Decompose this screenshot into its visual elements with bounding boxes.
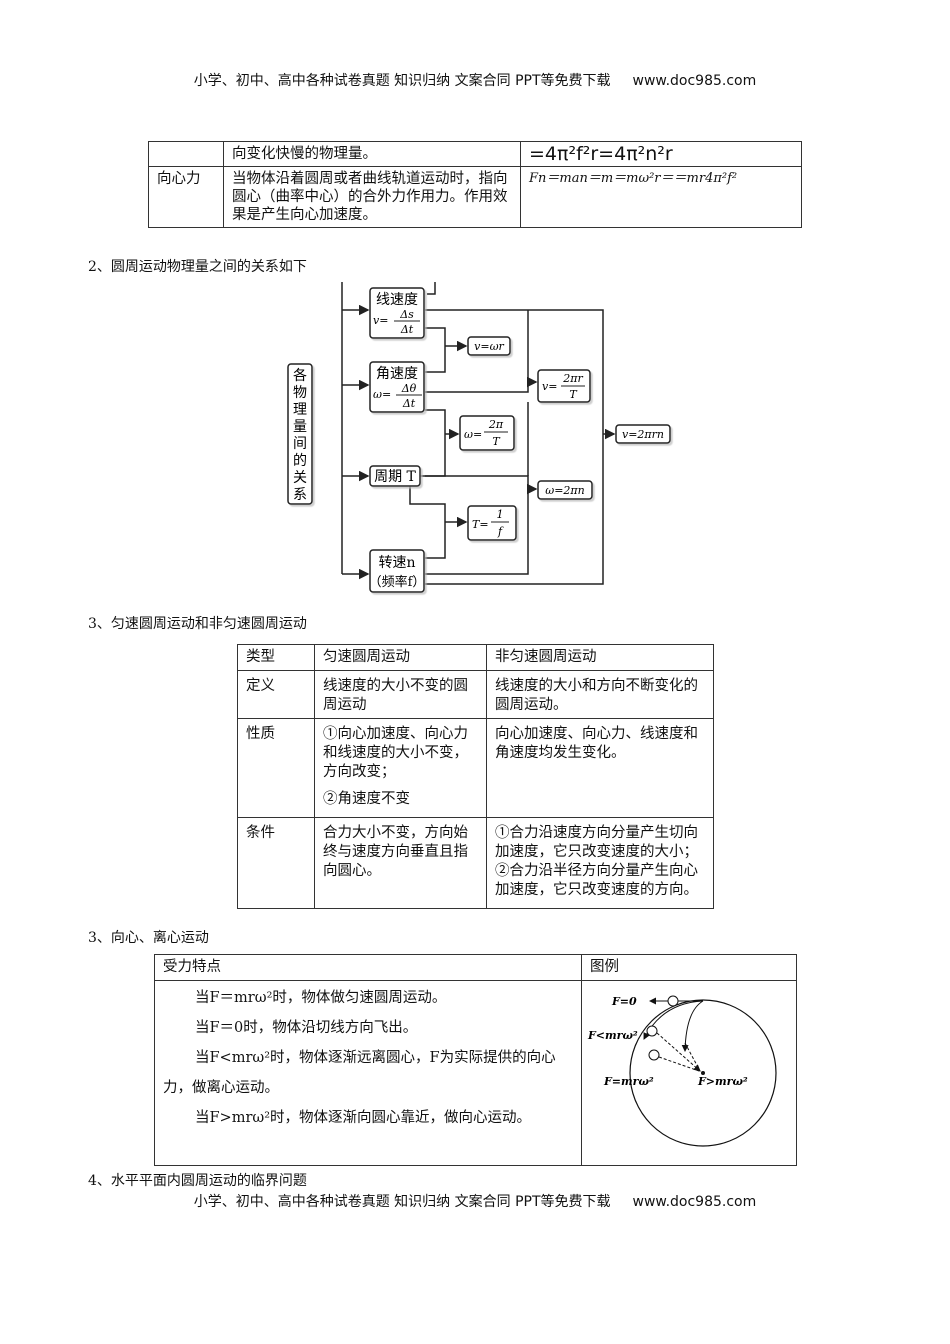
table-cell: 条件 — [237, 817, 315, 909]
table-uniform-nonuniform: 类型 匀速圆周运动 非匀速圆周运动 定义 线速度的大小不变的圆周运动 线速度的大… — [237, 644, 714, 909]
table-cell: 合力大小不变，方向始终与速度方向垂直且指向圆心。 — [314, 817, 487, 909]
formula-left: v= — [373, 314, 388, 327]
table-header: 匀速圆周运动 — [314, 644, 487, 671]
formula-den: Δt — [400, 323, 414, 336]
table-header: 非匀速圆周运动 — [486, 644, 714, 671]
table-cell: 定义 — [237, 670, 315, 719]
page-header: 小学、初中、高中各种试卷真题 知识归纳 文案合同 PPT等免费下载 www.doc… — [0, 70, 950, 90]
property-1: ①向心加速度、向心力和线速度的大小不变，方向改变； — [323, 726, 468, 780]
footer-site: www.doc985.com — [632, 1194, 757, 1210]
table-cell: 向变化快慢的物理量。 — [223, 141, 521, 167]
force-description: 当F＝mrω²时，物体做匀速圆周运动。 当F＝0时，物体沿切线方向飞出。 当F<… — [154, 980, 582, 1166]
property-2: ②角速度不变 — [323, 791, 410, 807]
header-text: 小学、初中、高中各种试卷真题 知识归纳 文案合同 PPT等免费下载 — [193, 73, 611, 89]
box-period: 周期 T — [374, 469, 416, 485]
table-row: 向心力 当物体沿着圆周或者曲线轨道运动时，指向圆心（曲率中心）的合外力作用力。作… — [148, 166, 802, 228]
formula-den: f — [497, 525, 504, 538]
table-centrifugal: 受力特点 图例 当F＝mrω²时，物体做匀速圆周运动。 当F＝0时，物体沿切线方… — [154, 954, 797, 1166]
formula-num: 2πr — [562, 372, 583, 385]
para-centripetal: 当F>mrω²时，物体逐渐向圆心靠近，做向心运动。 — [195, 1110, 532, 1126]
table-row: 当F＝mrω²时，物体做匀速圆周运动。 当F＝0时，物体沿切线方向飞出。 当F<… — [154, 980, 797, 1166]
relation-v-2pirn: v=2πrn — [622, 428, 664, 441]
label-feq: F=mrω² — [603, 1075, 654, 1088]
section-title: 4、水平平面内圆周运动的临界问题 — [88, 1173, 307, 1189]
formula-num: Δθ — [401, 382, 417, 395]
label-fgreater: F>mrω² — [697, 1075, 748, 1088]
table-cell: 当物体沿着圆周或者曲线轨道运动时，指向圆心（曲率中心）的合外力作用力。作用效果是… — [223, 166, 521, 228]
table-cell: 向心力 — [148, 166, 224, 228]
table-row: 类型 匀速圆周运动 非匀速圆周运动 — [237, 644, 714, 671]
formula-left: ω= — [373, 388, 391, 401]
table-cell: ①合力沿速度方向分量产生切向加速度，它只改变速度的大小；②合力沿半径方向分量产生… — [486, 817, 714, 909]
table-row: 定义 线速度的大小不变的圆周运动 线速度的大小和方向不断变化的圆周运动。 — [237, 670, 714, 719]
section-title: 3、匀速圆周运动和非匀速圆周运动 — [88, 616, 307, 632]
box-frequency: （频率f） — [369, 574, 426, 590]
box-angular-speed: 角速度 — [376, 366, 418, 382]
root-char: 理 — [293, 402, 307, 418]
table-header: 图例 — [581, 954, 797, 981]
table-centripetal-force: 向变化快慢的物理量。 =4π²f²r=4π²n²r 向心力 当物体沿着圆周或者曲… — [148, 141, 802, 228]
centrifugal-figure: F=0 F<mrω² F=mrω² F>mrω² — [587, 995, 777, 1147]
table-header: 类型 — [237, 644, 315, 671]
para-uniform: 当F＝mrω²时，物体做匀速圆周运动。 — [195, 990, 447, 1006]
root-char: 间 — [293, 436, 307, 452]
root-char: 的 — [293, 453, 307, 469]
root-char: 物 — [293, 385, 307, 401]
formula-num: Δs — [399, 308, 414, 321]
box-rotation-speed: 转速n — [378, 555, 415, 571]
table-header: 受力特点 — [154, 954, 582, 981]
label-fless: F<mrω² — [587, 1029, 638, 1042]
formula-num: 2π — [488, 418, 504, 431]
section-title: 3、向心、离心运动 — [88, 930, 209, 946]
box-line-speed: 线速度 — [376, 292, 418, 308]
formula-num: 1 — [497, 508, 504, 521]
section-title: 2、圆周运动物理量之间的关系如下 — [88, 259, 307, 275]
relation-v-wr: v=ωr — [474, 340, 504, 353]
figure-cell: F=0 F<mrω² F=mrω² F>mrω² — [581, 980, 797, 1166]
formula-den: T — [569, 388, 578, 401]
formula-cell: Fn＝man＝m＝mω²r＝＝mr4π²f² — [520, 166, 802, 228]
table-cell: 线速度的大小和方向不断变化的圆周运动。 — [486, 670, 714, 719]
page-footer: 小学、初中、高中各种试卷真题 知识归纳 文案合同 PPT等免费下载 www.doc… — [0, 1191, 950, 1211]
formula-cell: =4π²f²r=4π²n²r — [520, 141, 802, 167]
table-cell: ①向心加速度、向心力和线速度的大小不变，方向改变； ②角速度不变 — [314, 718, 487, 818]
root-char: 各 — [293, 368, 307, 384]
table-row: 向变化快慢的物理量。 =4π²f²r=4π²n²r — [148, 141, 802, 167]
table-row: 性质 ①向心加速度、向心力和线速度的大小不变，方向改变； ②角速度不变 向心加速… — [237, 718, 714, 818]
root-char: 量 — [293, 419, 307, 435]
formula-den: T — [492, 435, 501, 448]
table-cell: 线速度的大小不变的圆周运动 — [314, 670, 487, 719]
root-char: 关 — [293, 470, 307, 486]
relation-w-2pin: ω=2πn — [545, 484, 585, 497]
label-f0: F=0 — [611, 995, 637, 1008]
formula-den: Δt — [402, 397, 416, 410]
footer-text: 小学、初中、高中各种试卷真题 知识归纳 文案合同 PPT等免费下载 — [193, 1194, 611, 1210]
para-centrifugal: 当F<mrω²时，物体逐渐远离圆心，F为实际提供的向心力，做离心运动。 — [163, 1050, 556, 1096]
para-tangent: 当F＝0时，物体沿切线方向飞出。 — [195, 1020, 418, 1036]
table-cell: 性质 — [237, 718, 315, 818]
formula-left: ω= — [464, 428, 482, 441]
header-site: www.doc985.com — [632, 73, 757, 89]
table-row: 受力特点 图例 — [154, 954, 797, 981]
formula-left: v= — [542, 380, 557, 393]
root-char: 系 — [293, 487, 307, 503]
table-cell: 向心加速度、向心力、线速度和角速度均发生变化。 — [486, 718, 714, 818]
formula-left: T= — [472, 518, 489, 531]
table-row: 条件 合力大小不变，方向始终与速度方向垂直且指向圆心。 ①合力沿速度方向分量产生… — [237, 817, 714, 909]
